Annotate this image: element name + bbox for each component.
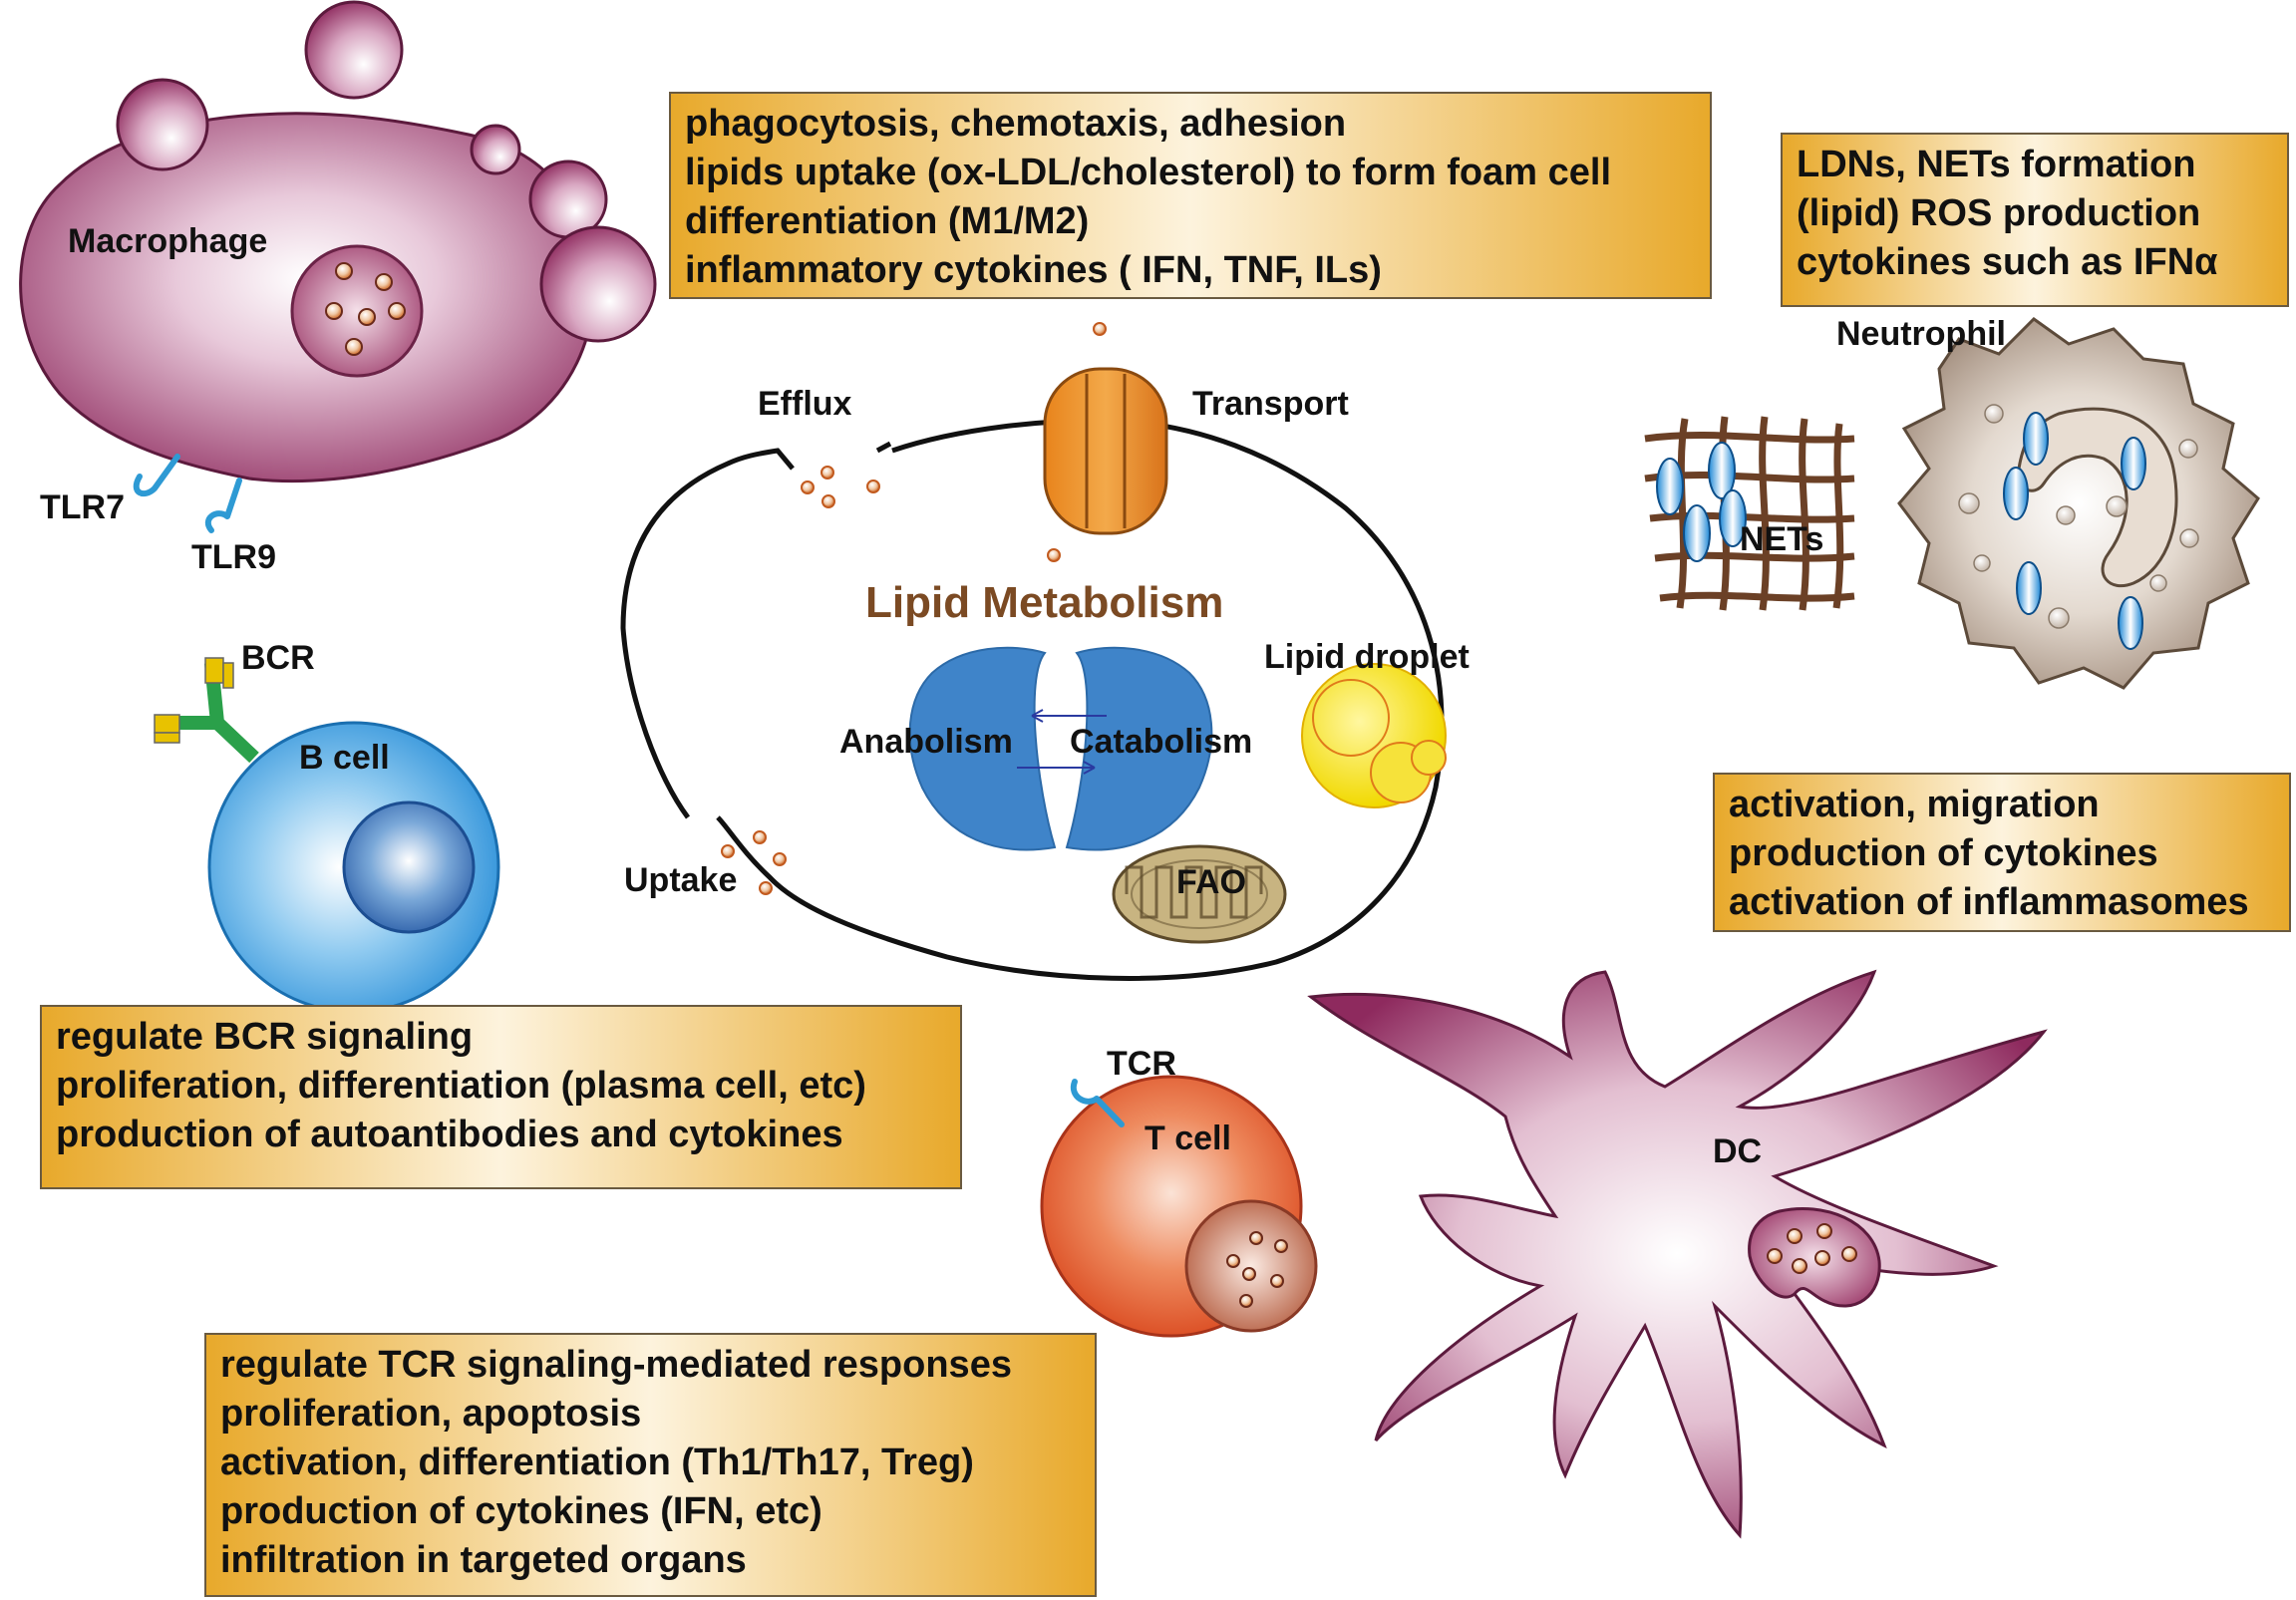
lipid-metabolism-title: Lipid Metabolism [865, 578, 1224, 627]
tlr7-receptor [133, 454, 180, 497]
t-cell-lipid-dots [1226, 1231, 1288, 1308]
macrophage-lipid-dots [325, 262, 406, 356]
box-line: proliferation, apoptosis [220, 1393, 642, 1435]
box-line: (lipid) ROS production [1797, 192, 2201, 234]
neutrophil-function-box: LDNs, NETs formation (lipid) ROS product… [1781, 133, 2289, 307]
box-line: inflammatory cytokines ( IFN, TNF, ILs) [685, 249, 1382, 291]
macrophage-label: Macrophage [68, 222, 268, 260]
catabolism-label: Catabolism [1070, 723, 1253, 761]
tlr9-receptor [204, 478, 242, 533]
tlr7-label: TLR7 [40, 488, 125, 526]
fao-label: FAO [1176, 863, 1246, 901]
transport-label: Transport [1192, 385, 1349, 423]
bcr-receptor [154, 657, 259, 764]
box-line: activation of inflammasomes [1729, 881, 2249, 923]
macrophage-function-box: phagocytosis, chemotaxis, adhesion lipid… [669, 92, 1712, 299]
box-line: cytokines such as IFNα [1797, 241, 2218, 283]
box-line: regulate BCR signaling [56, 1016, 474, 1058]
tcr-receptor [1070, 1079, 1125, 1127]
dc-lipid-dots [1767, 1223, 1857, 1274]
nets-mesh [1644, 416, 1855, 611]
uptake-label: Uptake [624, 861, 738, 899]
box-line: activation, migration [1729, 784, 2100, 825]
t-cell [1040, 1075, 1318, 1338]
box-line: regulate TCR signaling-mediated response… [220, 1344, 1012, 1386]
central-cell [620, 322, 1447, 981]
box-line: production of cytokines [1729, 832, 2158, 874]
dc-label: DC [1713, 1132, 1763, 1170]
dendritic-cell [1307, 969, 2048, 1539]
box-line: lipids uptake (ox-LDL/cholesterol) to fo… [685, 152, 1611, 193]
lipid-particles [721, 322, 1107, 895]
box-line: proliferation, differentiation (plasma c… [56, 1065, 866, 1107]
transporter-channel [1043, 367, 1168, 535]
b-cell [154, 657, 500, 1014]
anabolism-label: Anabolism [839, 723, 1013, 761]
box-line: production of autoantibodies and cytokin… [56, 1114, 843, 1155]
box-line: infiltration in targeted organs [220, 1539, 747, 1581]
bcr-label: BCR [241, 639, 315, 677]
tcr-label: TCR [1107, 1045, 1176, 1083]
neutrophil-label: Neutrophil [1836, 315, 2006, 353]
lipid-droplet-label: Lipid droplet [1264, 638, 1470, 676]
box-line: differentiation (M1/M2) [685, 200, 1090, 242]
nets-label: NETs [1740, 520, 1824, 558]
efflux-label: Efflux [758, 385, 852, 423]
neutrophil-cell [1897, 317, 2260, 690]
macrophage-cell [19, 0, 657, 533]
t-cell-label: T cell [1145, 1120, 1231, 1157]
dc-function-box: activation, migration production of cyto… [1713, 773, 2291, 932]
box-line: phagocytosis, chemotaxis, adhesion [685, 103, 1347, 145]
box-line: activation, differentiation (Th1/Th17, T… [220, 1441, 974, 1483]
b-cell-function-box: regulate BCR signaling proliferation, di… [40, 1005, 962, 1189]
mitochondrion-fao [1112, 844, 1287, 944]
t-cell-function-box: regulate TCR signaling-mediated response… [204, 1333, 1097, 1597]
neutrophil-granules [1958, 404, 2199, 650]
anabolism-catabolism-lobes [908, 646, 1213, 851]
lipid-droplet [1301, 663, 1447, 808]
tlr9-label: TLR9 [191, 538, 276, 576]
box-line: LDNs, NETs formation [1797, 144, 2196, 185]
b-cell-label: B cell [299, 739, 390, 777]
box-line: production of cytokines (IFN, etc) [220, 1490, 822, 1532]
